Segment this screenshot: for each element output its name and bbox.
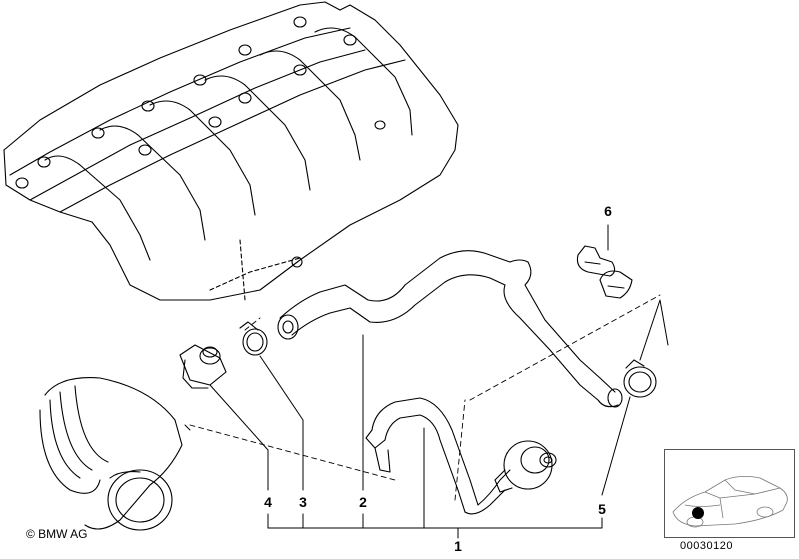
- hose-clamp-small: [239, 321, 268, 356]
- reference-lines: [189, 294, 661, 501]
- oil-separator: [494, 440, 557, 493]
- callout-4: 4: [264, 494, 272, 510]
- vehicle-locator-thumbnail: [664, 449, 795, 538]
- callout-5: 5: [598, 501, 606, 517]
- air-intake-boot: [39, 377, 183, 531]
- valve: [179, 344, 227, 389]
- callout-3: 3: [299, 494, 307, 510]
- location-marker: [692, 507, 704, 519]
- copyright-notice: © BMW AG: [26, 527, 88, 541]
- car-outline-icon: [672, 476, 788, 528]
- drawing-number: 00030120: [680, 540, 733, 552]
- breather-hose-lower: [365, 397, 511, 515]
- callout-2: 2: [359, 494, 367, 510]
- callout-1: 1: [454, 538, 462, 554]
- intake-manifold: [3, 1, 459, 301]
- leader-lines: [184, 224, 669, 539]
- callout-6: 6: [604, 203, 612, 219]
- clip-upper: [576, 245, 616, 277]
- clip-lower: [599, 270, 633, 299]
- breather-hose-upper: [277, 250, 623, 408]
- hose-clamp-large: [623, 359, 657, 398]
